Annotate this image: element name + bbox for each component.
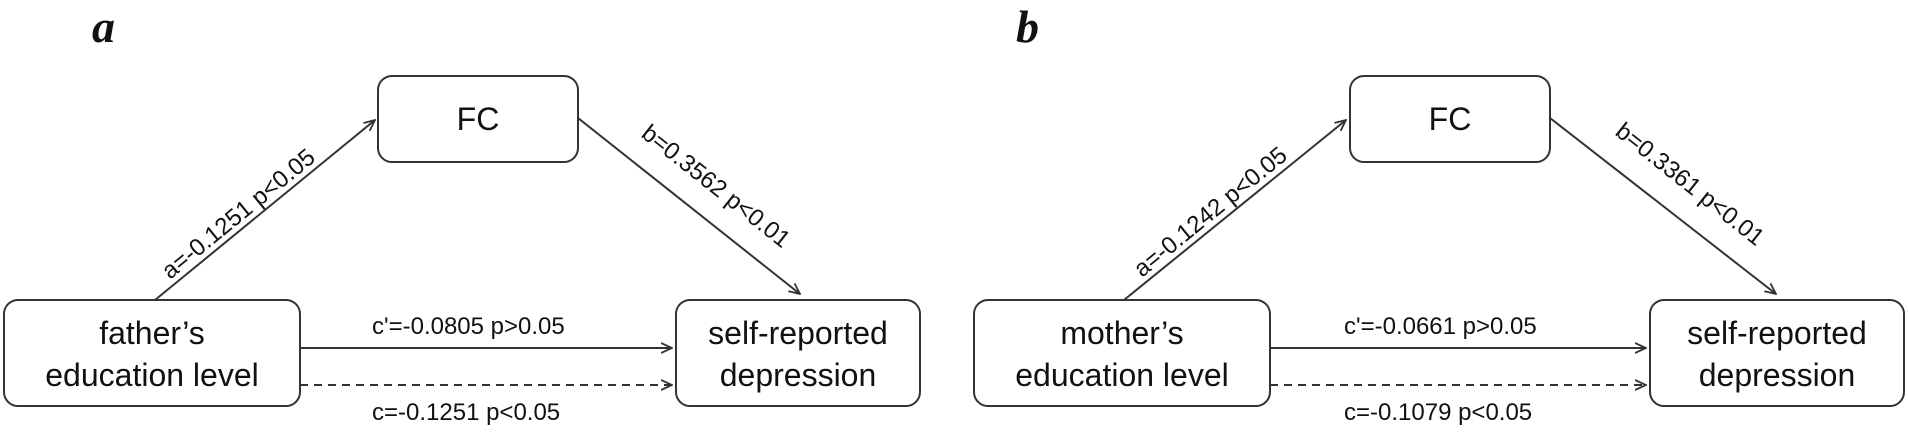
panel-a-path-a-arrow	[154, 120, 375, 301]
panel-b-outcome-box: self-reported depression	[1649, 299, 1905, 407]
panel-a-path-c-prime-label: c'=-0.0805 p>0.05	[372, 313, 565, 340]
panel-a-letter: a	[92, 1, 115, 52]
panel-a-path-b-arrow	[577, 117, 800, 294]
panel-a-outcome-line-2: depression	[720, 357, 877, 393]
panel-a-outcome-line-1: self-reported	[708, 315, 888, 351]
panel-b-predictor-line-2: education level	[1015, 357, 1228, 393]
panel-b-path-c-label: c=-0.1079 p<0.05	[1344, 399, 1532, 426]
panel-b-letter: b	[1016, 1, 1039, 52]
panel-b-path-a-arrow	[1123, 120, 1346, 301]
panel-b-outcome-line-1: self-reported	[1687, 315, 1867, 351]
panel-a-predictor-line-2: education level	[45, 357, 258, 393]
panel-a-path-b-label: b=0.3562 p<0.01	[636, 120, 795, 254]
panel-a-mediator-label: FC	[457, 101, 500, 137]
panel-b-outcome-line-2: depression	[1699, 357, 1856, 393]
panel-b-path-c-prime-label: c'=-0.0661 p>0.05	[1344, 313, 1537, 340]
panel-b-predictor-box: mother’s education level	[973, 299, 1271, 407]
panel-b-path-a-label: a=-0.1242 p<0.05	[1129, 142, 1293, 283]
panel-a-predictor-line-1: father’s	[99, 315, 205, 351]
panel-a-outcome-box: self-reported depression	[675, 299, 921, 407]
panel-b-mediator-label: FC	[1429, 101, 1472, 137]
panel-a: a FC father’s education level self-repor…	[3, 1, 921, 426]
panel-b-predictor-line-1: mother’s	[1060, 315, 1183, 351]
panel-a-mediator-box: FC	[377, 75, 579, 163]
panel-a-path-c-label: c=-0.1251 p<0.05	[372, 399, 560, 426]
panel-a-path-a-label: a=-0.1251 p<0.05	[157, 144, 321, 285]
panel-b-path-b-arrow	[1549, 117, 1776, 294]
panel-b-mediator-box: FC	[1349, 75, 1551, 163]
panel-a-predictor-box: father’s education level	[3, 299, 301, 407]
panel-b: b FC mother’s education level self-repor…	[973, 1, 1905, 426]
